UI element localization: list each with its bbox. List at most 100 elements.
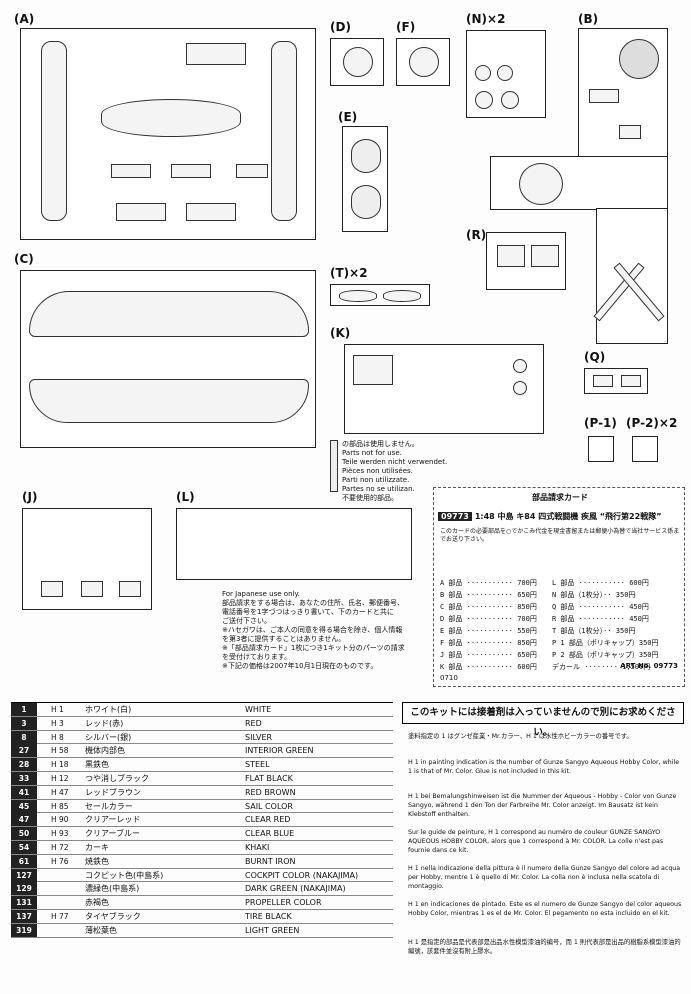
part-n1 <box>475 65 491 81</box>
info-chinese: H 1 是指定的部品是代表部是出品水性模型漆油的编号，而 1 則代表部是出品的樹… <box>408 939 681 955</box>
canopy-front <box>351 139 381 173</box>
color-name-en: SAIL COLOR <box>245 801 293 811</box>
sprue-label-e: (E) <box>338 110 358 124</box>
color-name-en: RED BROWN <box>245 787 296 797</box>
color-number: 28 <box>11 758 37 772</box>
color-number: 137 <box>11 909 37 923</box>
color-name-jp: セールカラー <box>85 801 133 811</box>
sprue-f <box>396 38 450 86</box>
sprue-a <box>20 28 316 240</box>
part-q2 <box>621 375 641 387</box>
part-a3 <box>186 43 246 65</box>
color-name-jp: レッドブラウン <box>85 787 141 797</box>
part-a11-right <box>186 203 236 221</box>
color-number: 45 <box>11 799 37 813</box>
sprue-e <box>342 126 388 232</box>
part-r2 <box>531 245 559 267</box>
part-j5 <box>41 581 63 597</box>
fuselage-right <box>271 41 297 221</box>
art-number: ART No. 09773 <box>620 662 678 670</box>
color-number: 3 <box>11 716 37 730</box>
part-k6 <box>513 381 527 395</box>
part-n10 <box>475 91 493 109</box>
color-name-en: KHAKI <box>245 842 270 852</box>
info-italian: H 1 nella indicazione della pittura è il… <box>408 865 681 890</box>
sprue-b-prop <box>593 208 668 344</box>
hobby-color-code: H 1 <box>51 705 64 714</box>
color-name-en: INTERIOR GREEN <box>245 746 314 756</box>
color-number: 61 <box>11 854 37 868</box>
sprue-t <box>330 284 430 306</box>
drop-tank-left <box>339 290 377 302</box>
sprue-p1 <box>588 436 614 462</box>
color-name-en: LIGHT GREEN <box>245 925 300 935</box>
engine-cylinder <box>619 39 659 79</box>
sprue-label-f: (F) <box>396 20 416 34</box>
part-b7 <box>589 89 619 103</box>
color-name-jp: 赤褐色 <box>85 898 109 908</box>
part-b2 <box>619 125 641 139</box>
color-number: 47 <box>11 813 37 827</box>
info-french: Sur le guide de peinture, H 1 correspond… <box>408 829 664 854</box>
sprue-label-t: (T)×2 <box>330 266 368 280</box>
part-a8 <box>171 164 211 178</box>
unused-swatch <box>330 440 338 492</box>
color-name-jp: 黒鉄色 <box>85 760 109 770</box>
sprue-label-d: (D) <box>330 20 351 34</box>
sprue-label-l: (L) <box>176 490 195 504</box>
hobby-color-code: H 72 <box>51 842 69 852</box>
sprue-r <box>486 232 566 290</box>
color-name-jp: レッド(赤) <box>85 718 124 728</box>
color-number: 33 <box>11 771 37 785</box>
color-name-en: SILVER <box>245 732 273 742</box>
color-name-en: STEEL <box>245 760 270 770</box>
hobby-color-code: H 47 <box>51 787 69 797</box>
color-name-jp: クリアーレッド <box>85 815 141 825</box>
sprue-b-cowl <box>490 156 668 210</box>
color-name-en: FLAT BLACK <box>245 773 293 783</box>
sprue-k <box>344 344 544 434</box>
sprue-c <box>20 270 316 448</box>
part-a10 <box>236 164 268 178</box>
hobby-color-code: H 77 <box>51 911 69 921</box>
info-german: H 1 bei Bemalungshinweisen ist die Numme… <box>408 793 677 818</box>
upper-wing <box>29 291 309 337</box>
sprue-label-c: (C) <box>14 252 34 266</box>
color-name-en: BURNT IRON <box>245 856 296 866</box>
color-name-jp: カーキ <box>85 842 109 852</box>
color-name-jp: タイヤブラック <box>85 911 141 921</box>
parts-layout: (A) (D) (F) (N)×2 <box>14 12 685 687</box>
hobby-color-code: H 93 <box>51 829 69 839</box>
part-r1 <box>497 245 525 267</box>
part-n11 <box>501 91 519 109</box>
color-name-jp: ホワイト(白) <box>85 705 132 714</box>
part-d1 <box>343 47 373 77</box>
sprue-b <box>578 28 668 158</box>
drop-tank-right <box>383 290 421 302</box>
fuselage-left <box>41 41 67 221</box>
order-card-product: 09773 1:48 中島 キ84 四式戦闘機 疾風 “飛行第22戦隊” <box>438 510 682 523</box>
color-name-jp: 機体内部色 <box>85 746 125 756</box>
color-number: 27 <box>11 744 37 758</box>
sprue-d <box>330 38 384 86</box>
part-n2 <box>497 65 513 81</box>
color-name-en: COCKPIT COLOR (NAKAJIMA) <box>245 870 359 880</box>
sprue-label-b: (B) <box>578 12 599 26</box>
parts-order-card: 部品請求カード 09773 1:48 中島 キ84 四式戦闘機 疾風 “飛行第2… <box>433 487 685 687</box>
tail-plane <box>101 99 241 137</box>
color-name-jp: シルバー(銀) <box>85 732 132 742</box>
hobby-color-code: H 12 <box>51 773 69 783</box>
sprue-p2 <box>632 436 658 462</box>
sprue-label-a: (A) <box>14 12 35 26</box>
sprue-n <box>466 30 546 118</box>
